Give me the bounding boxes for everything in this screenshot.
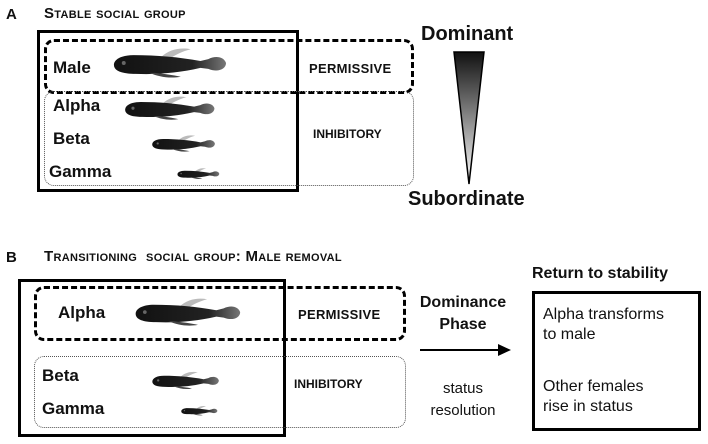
stability-line-3: Other females	[543, 378, 644, 395]
panel-a-letter: A	[6, 6, 17, 23]
scale-top-label: Dominant	[421, 23, 514, 45]
panel-a-alpha-fish-icon	[122, 94, 216, 124]
panel-a-focus-box	[37, 30, 299, 192]
panel-a-rank-beta: Beta	[53, 129, 90, 148]
panel-a-inhibitory-label: INHIBITORY	[313, 127, 382, 141]
panel-a-male-fish-icon	[110, 45, 228, 83]
panel-b-permissive-label: PERMISSIVE	[298, 307, 381, 322]
panel-b-alpha-fish-icon	[132, 295, 242, 331]
panel-b-permissive-box	[34, 286, 406, 341]
stability-line-4: rise in status	[543, 398, 633, 415]
panel-b-title: Transitioning social group: Male removal	[44, 248, 342, 265]
status-resolution-text: status resolution	[408, 378, 518, 422]
panel-b-inhibitory-label: INHIBITORY	[294, 377, 363, 391]
panel-b-inhibitory-box	[34, 356, 406, 428]
status-resolution-line1: status	[442, 380, 484, 397]
panel-a-beta-fish-icon	[150, 134, 216, 154]
stability-text-2: Other females rise in status	[543, 377, 643, 417]
panel-b-focus-box	[18, 279, 286, 437]
panel-a-rank-gamma: Gamma	[49, 162, 112, 181]
panel-b-rank-beta: Beta	[42, 366, 79, 385]
panel-a-permissive-box	[44, 39, 414, 94]
panel-a-title: Stable social group	[44, 5, 186, 22]
stability-line-1: Alpha transforms	[543, 306, 664, 323]
dominance-phase-title-line1: Dominance	[419, 294, 507, 311]
status-resolution-line2: resolution	[430, 402, 496, 419]
panel-a-permissive-label: PERMISSIVE	[309, 61, 392, 76]
scale-bottom-label: Subordinate	[408, 188, 525, 210]
stability-box	[532, 291, 701, 431]
stability-title: Return to stability	[532, 265, 669, 282]
stability-text-1: Alpha transforms to male	[543, 305, 664, 345]
panel-a-rank-alpha: Alpha	[53, 96, 101, 115]
panel-b-gamma-fish-icon	[180, 405, 218, 417]
panel-b-rank-alpha: Alpha	[58, 303, 106, 322]
dominance-scale-wedge-icon	[453, 51, 485, 185]
transition-arrow-icon	[420, 344, 511, 356]
dominance-phase-title: Dominance Phase	[408, 292, 518, 336]
panel-a-gamma-fish-icon	[176, 167, 220, 181]
panel-a-inhibitory-box	[44, 91, 414, 186]
dominance-phase-title-line2: Phase	[439, 316, 487, 333]
stability-line-2: to male	[543, 326, 596, 343]
panel-b-rank-gamma: Gamma	[42, 399, 105, 418]
panel-b-letter: B	[6, 249, 17, 266]
panel-a-rank-male: Male	[53, 58, 91, 77]
panel-b-beta-fish-icon	[150, 370, 220, 392]
